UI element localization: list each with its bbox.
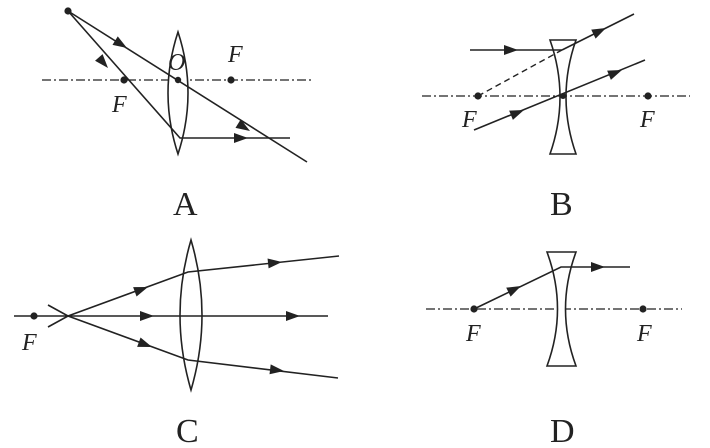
panel-d-ray (473, 266, 630, 310)
panel-b-arrow-1 (504, 45, 518, 55)
panel-c-arrow-middle-1 (140, 311, 154, 321)
panel-b-focus-left-label: F (461, 107, 477, 133)
panel-c-upper-ray (47, 255, 340, 317)
panel-d-concave-lens (545, 251, 578, 367)
panel-b-arrow-2 (591, 28, 606, 39)
panel-b-focus-right-label: F (639, 107, 655, 133)
panel-c-focus-label: F (21, 330, 37, 356)
panel-d-focus-right-label: F (636, 321, 652, 347)
panel-a-arrow-2 (95, 54, 108, 68)
panel-b-center-dot (560, 93, 566, 99)
panel-c: F C (14, 237, 340, 448)
panel-b-focus-left-dot (474, 92, 482, 100)
panel-c-focus-dot (30, 312, 38, 320)
panel-b-focus-right-dot (644, 92, 652, 100)
panel-a-focus-right-label: F (227, 42, 243, 68)
panel-a-arrow-4 (234, 133, 248, 143)
panel-d-focus-left-dot (470, 305, 478, 313)
panel-b-caption: B (550, 186, 573, 223)
panel-c-arrow-middle-2 (286, 311, 300, 321)
panel-a-ray-through-center (67, 10, 308, 163)
panel-c-arrow-lower-2 (269, 364, 284, 375)
panel-c-lower-ray (47, 315, 339, 379)
panel-c-convex-lens (179, 237, 203, 393)
panel-a-convex-lens (167, 29, 189, 157)
panel-b-arrow-3 (509, 110, 524, 120)
panel-a-caption: A (173, 186, 198, 223)
panel-a-focus-left-dot (120, 76, 128, 84)
panel-d-caption: D (550, 413, 575, 448)
panel-a-arrow-3 (235, 119, 250, 131)
panel-d-focus-left-label: F (465, 321, 481, 347)
panel-a-arrow-1 (112, 36, 127, 48)
panel-d-arrow-1 (506, 286, 521, 297)
panel-a-center-dot (174, 76, 182, 84)
panel-c-caption: C (176, 413, 199, 448)
panel-b-arrow-4 (607, 70, 622, 80)
panel-c-arrow-upper-2 (267, 258, 282, 269)
panel-a-object-point (64, 7, 72, 15)
panel-c-arrow-upper-1 (133, 287, 148, 297)
panel-a: F F O A (42, 7, 312, 223)
panel-b: F F B (422, 13, 690, 223)
panel-d-focus-right-dot (639, 305, 647, 313)
panel-d-arrow-2 (591, 262, 605, 272)
panel-d: F F D (426, 251, 682, 448)
panel-b-virtual-extension (477, 49, 563, 97)
panel-c-arrow-lower-1 (137, 337, 152, 347)
panel-a-focus-right-dot (227, 76, 235, 84)
panel-a-center-label: O (168, 50, 185, 76)
panel-a-ray-through-focus (67, 10, 290, 139)
panel-a-focus-left-label: F (111, 92, 127, 118)
